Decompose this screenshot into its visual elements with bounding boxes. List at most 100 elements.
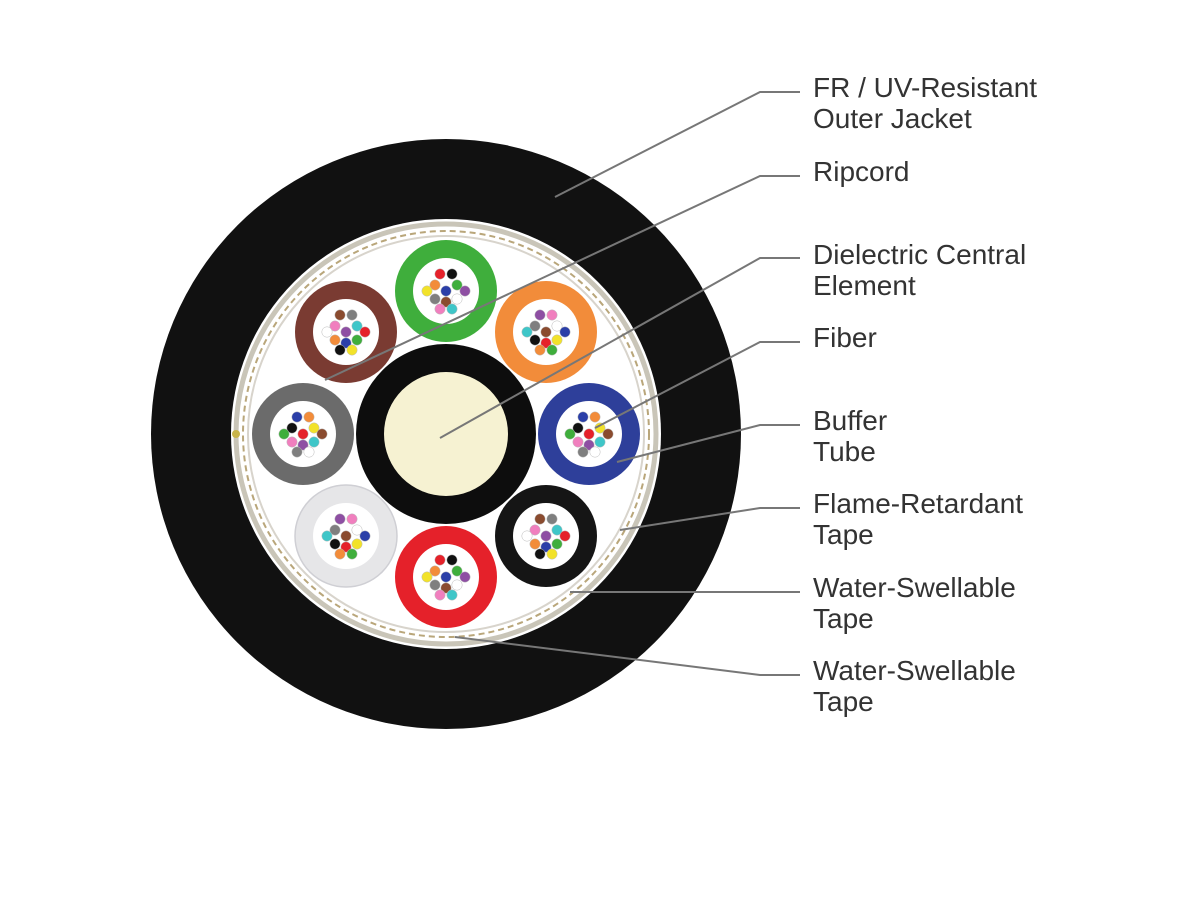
buffer-tube-red <box>395 526 497 628</box>
fiber-brown-8 <box>346 309 358 321</box>
fiber-white-3 <box>351 524 363 536</box>
leader-lines <box>324 91 800 676</box>
buffer-tubes-group <box>252 240 640 628</box>
leader-line-ws-tape-2 <box>454 636 800 676</box>
fiber-orange-5 <box>529 334 541 346</box>
fiber-white-2 <box>329 524 341 536</box>
fiber-green-2 <box>429 279 441 291</box>
fiber-brown-4 <box>340 337 352 349</box>
fiber-blue-2 <box>572 422 584 434</box>
fiber-black-4 <box>540 541 552 553</box>
fiber-red-8 <box>446 554 458 566</box>
fiber-slate-1 <box>297 428 309 440</box>
fiber-red-4 <box>440 582 452 594</box>
buffer-tube-blue <box>538 383 640 485</box>
fiber-white-11 <box>334 548 346 560</box>
fiber-green-4 <box>440 296 452 308</box>
fiber-red-12 <box>446 589 458 601</box>
buffer-tube-brown <box>295 281 397 383</box>
buffer-tube-slate <box>252 383 354 485</box>
fiber-orange-1 <box>540 326 552 338</box>
label-ws-tape-2-line-2: Tape <box>813 686 874 717</box>
fiber-black-1 <box>540 530 552 542</box>
fiber-orange-11 <box>534 344 546 356</box>
fiber-blue-11 <box>577 446 589 458</box>
fiber-brown-3 <box>351 320 363 332</box>
label-jacket: FR / UV-Resistant Outer Jacket <box>813 72 1045 134</box>
fiber-brown-1 <box>340 326 352 338</box>
label-central-line-1: Dielectric Central <box>813 239 1026 270</box>
fiber-black-5 <box>529 538 541 550</box>
fiber-slate-6 <box>308 436 320 448</box>
fiber-red-1 <box>440 571 452 583</box>
fiber-brown-5 <box>329 334 341 346</box>
label-ws-tape-1: Water-Swellable Tape <box>813 572 1024 634</box>
buffer-tube-green <box>395 240 497 342</box>
fiber-blue-5 <box>572 436 584 448</box>
fiber-blue-6 <box>594 436 606 448</box>
leader-line-buffer <box>616 424 800 463</box>
fiber-orange-3 <box>551 320 563 332</box>
label-ripcord: Ripcord <box>813 156 909 187</box>
label-fiber-line-1: Fiber <box>813 322 877 353</box>
label-central: Dielectric Central Element <box>813 239 1034 301</box>
fiber-slate-5 <box>286 436 298 448</box>
fiber-brown-10 <box>359 326 371 338</box>
label-ws-tape-1-line-2: Tape <box>813 603 874 634</box>
fiber-black-6 <box>551 538 563 550</box>
fiber-green-3 <box>451 279 463 291</box>
label-ws-tape-2-line-1: Water-Swellable <box>813 655 1016 686</box>
fiber-white-5 <box>329 538 341 550</box>
fiber-brown-12 <box>346 344 358 356</box>
fiber-blue-7 <box>577 411 589 423</box>
label-ripcord-line-1: Ripcord <box>813 156 909 187</box>
fiber-black-12 <box>546 548 558 560</box>
label-ws-tape-2: Water-Swellable Tape <box>813 655 1024 717</box>
fiber-green-10 <box>459 285 471 297</box>
fiber-blue-10 <box>602 428 614 440</box>
fiber-blue-12 <box>589 446 601 458</box>
ripcord-dot <box>232 430 240 438</box>
fiber-green-8 <box>446 268 458 280</box>
fiber-green-9 <box>421 285 433 297</box>
water-swellable-tape-ring-outer <box>242 230 650 638</box>
fiber-brown-2 <box>329 320 341 332</box>
fiber-white-12 <box>346 548 358 560</box>
fiber-slate-7 <box>291 411 303 423</box>
buffer-tube-white <box>294 484 398 588</box>
water-swellable-tape-ring-inner <box>247 235 645 633</box>
label-central-line-2: Element <box>813 270 916 301</box>
fiber-black-3 <box>551 524 563 536</box>
fiber-white-1 <box>340 530 352 542</box>
fiber-brown-6 <box>351 334 363 346</box>
fiber-blue-3 <box>594 422 606 434</box>
fiber-black-11 <box>534 548 546 560</box>
buffer-tube-black <box>495 485 597 587</box>
fiber-orange-12 <box>546 344 558 356</box>
fiber-brown-11 <box>334 344 346 356</box>
fiber-orange-8 <box>546 309 558 321</box>
fiber-slate-4 <box>297 439 309 451</box>
fiber-green-5 <box>429 293 441 305</box>
fiber-white-6 <box>351 538 363 550</box>
fiber-white-4 <box>340 541 352 553</box>
fiber-orange-6 <box>551 334 563 346</box>
fiber-red-11 <box>434 589 446 601</box>
fiber-red-9 <box>421 571 433 583</box>
fiber-blue-9 <box>564 428 576 440</box>
leader-line-fiber <box>594 341 800 429</box>
fiber-green-12 <box>446 303 458 315</box>
fiber-white-8 <box>346 513 358 525</box>
fiber-brown-9 <box>321 326 333 338</box>
fiber-orange-7 <box>534 309 546 321</box>
fiber-slate-12 <box>303 446 315 458</box>
fiber-slate-10 <box>316 428 328 440</box>
fiber-slate-2 <box>286 422 298 434</box>
fiber-red-2 <box>429 565 441 577</box>
fiber-orange-2 <box>529 320 541 332</box>
label-fr-tape: Flame-Retardant Tape <box>813 488 1031 550</box>
fiber-black-9 <box>521 530 533 542</box>
fiber-white-9 <box>321 530 333 542</box>
fiber-blue-4 <box>583 439 595 451</box>
